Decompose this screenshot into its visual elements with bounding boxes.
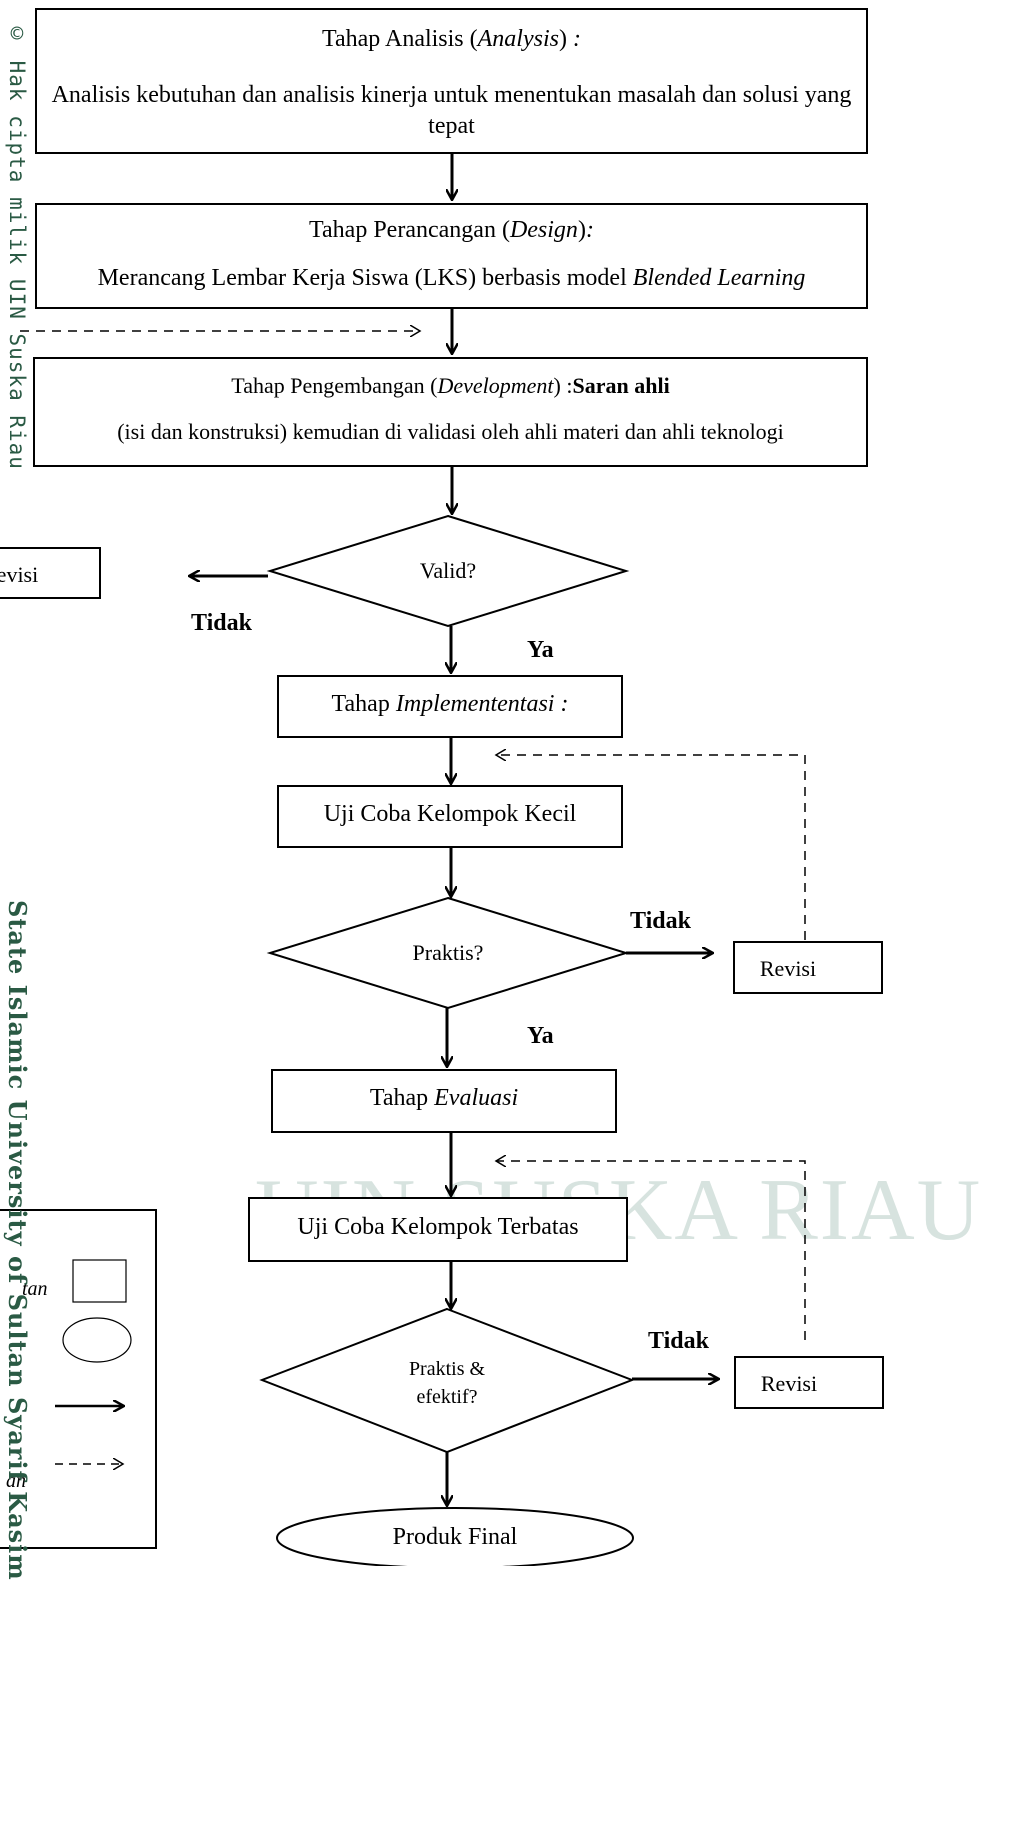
terminator-final-ellipse: [276, 1507, 634, 1566]
decision-praktis-efektif-line1: Praktis &: [408, 1358, 486, 1380]
design-title: Tahap Perancangan (Design):: [309, 217, 594, 243]
design-body: Merancang Lembar Kerja Siswa (LKS) berba…: [97, 265, 806, 291]
decision-praktis-label: Praktis?: [412, 940, 484, 965]
development-body: (isi dan konstruksi) kemudian di validas…: [117, 419, 784, 444]
decision-valid-label: Valid?: [419, 558, 477, 583]
sidebar-university-text: State Islamic University of Sultan Syari…: [3, 900, 32, 1581]
limited-group-label: Uji Coba Kelompok Terbatas: [297, 1214, 579, 1240]
ya-label-1: Ya: [527, 637, 554, 663]
implementation-box: Tahap Implemententasi :: [277, 675, 623, 738]
evaluation-box: Tahap Evaluasi: [271, 1069, 617, 1133]
evaluation-label: Tahap Evaluasi: [369, 1085, 519, 1111]
dashed-arrow-revisi3-loop: [496, 1161, 806, 1340]
analysis-body: Analisis kebutuhan dan analisis kinerja …: [51, 82, 852, 139]
development-title: Tahap Pengembangan (Development) :Saran …: [231, 373, 670, 398]
tidak-label-1: Tidak: [191, 610, 252, 636]
legend-fragment-1: tan: [22, 1278, 48, 1300]
revisi-label-1: Revisi: [0, 562, 39, 587]
revisi-box-2: Revisi: [733, 941, 883, 994]
tidak-label-2: Tidak: [630, 908, 691, 934]
small-group-label: Uji Coba Kelompok Kecil: [323, 801, 577, 827]
legend-box: [0, 1209, 157, 1549]
design-box: Tahap Perancangan (Design): Merancang Le…: [35, 203, 868, 309]
limited-group-box: Uji Coba Kelompok Terbatas: [248, 1197, 628, 1262]
development-box: Tahap Pengembangan (Development) :Saran …: [33, 357, 868, 467]
sidebar-copyright-text: © Hak cipta milik UIN Suska Riau: [5, 22, 29, 470]
legend-fragment-2: an: [6, 1470, 26, 1492]
revisi-box-1: Revisi: [0, 547, 101, 599]
analysis-box: Tahap Analisis (Analysis) : Analisis keb…: [35, 8, 868, 154]
ya-label-2: Ya: [527, 1023, 554, 1049]
analysis-title: Tahap Analisis (Analysis) :: [322, 26, 581, 52]
decision-valid-diamond: [266, 514, 630, 628]
tidak-label-3: Tidak: [648, 1328, 709, 1354]
flowchart-connectors: [20, 153, 806, 1566]
small-group-box: Uji Coba Kelompok Kecil: [277, 785, 623, 848]
implementation-label: Tahap Implemententasi :: [331, 691, 569, 717]
revisi-box-3: Revisi: [734, 1356, 884, 1409]
revisi-label-3: Revisi: [760, 1371, 818, 1396]
final-label: Produk Final: [392, 1524, 518, 1550]
decision-praktis-efektif-line2: efektif?: [416, 1386, 478, 1408]
decision-praktis-efektif-label: Praktis & efektif?: [372, 1355, 522, 1411]
dashed-arrow-revisi2-loop: [496, 755, 806, 940]
revisi-label-2: Revisi: [759, 956, 817, 981]
